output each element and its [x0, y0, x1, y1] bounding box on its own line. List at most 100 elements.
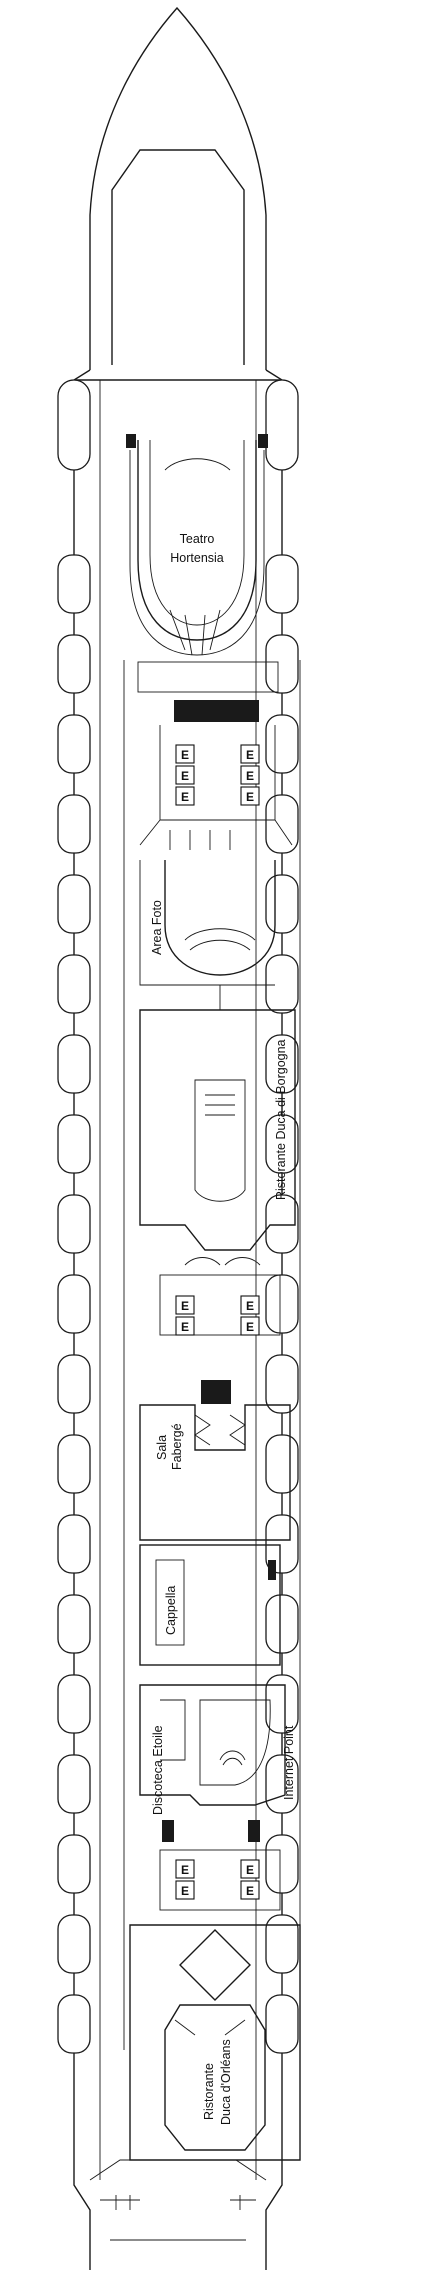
lifeboat — [57, 1834, 91, 1894]
lifeboat — [57, 714, 91, 774]
disco-spiral-stair — [219, 1750, 246, 1766]
lifeboat — [57, 1594, 91, 1654]
stair-bar — [174, 700, 259, 722]
theater-tiers — [129, 450, 265, 656]
lifeboat — [57, 1274, 91, 1334]
theater-area: Teatro Hortensia — [126, 434, 268, 656]
orleans-label-line2: Duca d'Orléans — [219, 2039, 233, 2125]
bow-outer — [89, 6, 267, 370]
elevator-icon — [175, 765, 195, 785]
lifeboat — [57, 1994, 91, 2054]
cappella-inner — [155, 1559, 185, 1646]
lifeboat — [57, 1514, 91, 1574]
elevator-label: E — [181, 748, 189, 762]
lifeboat — [265, 714, 299, 774]
cappella-room — [139, 1544, 281, 1666]
restaurant-orleans: Ristorante Duca d'Orléans — [129, 1924, 301, 2161]
lifeboat — [57, 1114, 91, 1174]
elevator-label: E — [181, 769, 189, 783]
restaurant-borgogna-label: Ristorante Duca di Borgogna — [274, 1039, 288, 1200]
elevator-bank-upper: E E E E E E — [175, 744, 260, 806]
elevator-icon — [240, 744, 260, 764]
restaurant-center-island — [194, 1079, 246, 1202]
lifeboat — [265, 634, 299, 694]
photo-area: Area Foto — [139, 830, 276, 1010]
internet-point-label: Internet Point — [282, 1725, 296, 1800]
hull-port-side — [73, 369, 91, 2270]
lobby-frame — [137, 661, 279, 693]
stair-marker — [258, 434, 268, 448]
faberge-label-line2: Fabergé — [170, 1423, 184, 1470]
lifeboat — [57, 1354, 91, 1414]
disco-walls — [139, 1684, 286, 1806]
elevator-label: E — [246, 1320, 254, 1334]
lifeboat — [57, 634, 91, 694]
lifeboat — [57, 1434, 91, 1494]
elevator-icon — [175, 786, 195, 806]
stair-marker — [268, 1560, 276, 1580]
lifeboat — [265, 1114, 299, 1174]
stern-rail — [100, 2195, 256, 2210]
mid-lobby-arches — [184, 1257, 261, 1266]
elevator-label: E — [246, 769, 254, 783]
elevator-icon — [240, 1295, 260, 1315]
elevator-icon — [175, 1295, 195, 1315]
sala-faberge: Sala Fabergé — [139, 1404, 291, 1541]
rotunda-stair — [184, 928, 256, 951]
theater-label-line1: Teatro — [180, 532, 215, 546]
theater-label-line2: Hortensia — [170, 551, 224, 565]
rotunda — [164, 860, 276, 976]
theater-outer-rim — [137, 440, 257, 641]
theater-inner-rim — [149, 440, 245, 626]
orleans-outer — [129, 1924, 301, 2161]
lifeboat — [265, 1834, 299, 1894]
elevator-label: E — [181, 1884, 189, 1898]
disco-booth — [160, 1699, 186, 1761]
photo-area-walls — [139, 860, 275, 1010]
lifeboats-starboard — [265, 379, 299, 2054]
lifeboat — [265, 554, 299, 614]
elevator-icon — [240, 1859, 260, 1879]
lifeboat — [265, 1994, 299, 2054]
aft-lobby-frame — [159, 1849, 281, 1911]
lifeboats-port — [57, 379, 91, 2054]
lobby-walls — [139, 725, 293, 846]
lifeboat — [57, 1194, 91, 1254]
orleans-stairs — [174, 2019, 246, 2036]
lifeboat — [57, 554, 91, 614]
bow-cutout — [111, 149, 245, 365]
elevator-label: E — [181, 1863, 189, 1877]
elevator-label: E — [181, 790, 189, 804]
stair-bar — [248, 1820, 260, 1842]
elevator-label: E — [246, 1884, 254, 1898]
elevator-icon — [175, 1316, 195, 1336]
lifeboat — [265, 1914, 299, 1974]
theater-seating-fan — [169, 609, 221, 656]
lifeboat — [265, 954, 299, 1014]
aft-lobby: E E E E — [159, 1820, 281, 1911]
restaurant-stair — [205, 1094, 235, 1116]
upper-lobby: E E E E E E — [137, 661, 293, 846]
stair-marker — [126, 434, 136, 448]
restaurant-walls — [139, 1009, 296, 1251]
faberge-zigzag — [194, 1414, 246, 1446]
mid-lobby-frame — [159, 1274, 281, 1336]
disco-dance-floor — [199, 1699, 271, 1786]
elevator-label: E — [246, 748, 254, 762]
lifeboat — [265, 379, 299, 471]
elevator-icon — [240, 1880, 260, 1900]
lifeboat — [265, 1354, 299, 1414]
lifeboat — [57, 1034, 91, 1094]
photo-area-label: Area Foto — [150, 900, 164, 955]
cappella-label: Cappella — [164, 1586, 178, 1635]
elevator-label: E — [246, 1863, 254, 1877]
hull-outline — [73, 6, 301, 2270]
lifeboat — [57, 379, 91, 471]
lifeboat — [265, 1274, 299, 1334]
mid-lobby: E E E E — [159, 1257, 281, 1404]
elevator-label: E — [181, 1299, 189, 1313]
elevator-icon — [175, 744, 195, 764]
elevator-icon — [240, 1316, 260, 1336]
lifeboat — [265, 1674, 299, 1734]
